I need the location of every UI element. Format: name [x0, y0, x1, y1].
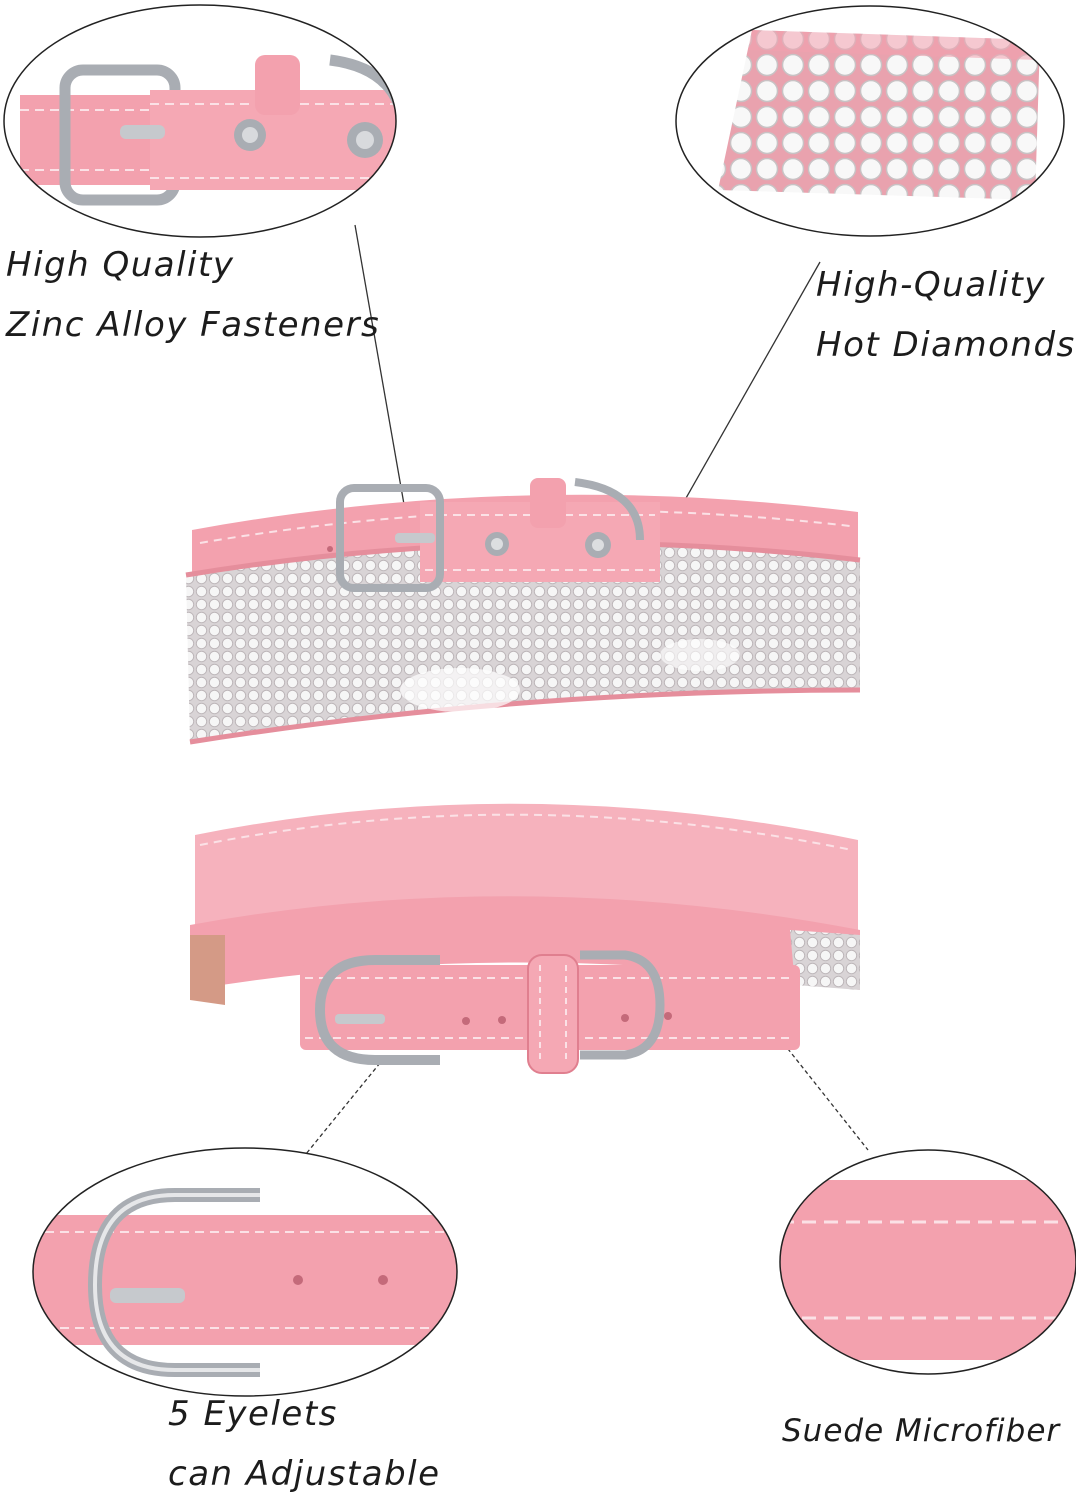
callout-eyelets-line2: can Adjustable	[168, 1454, 441, 1494]
leader-line-eyelets	[296, 1062, 381, 1166]
callout-fasteners-line2: Zinc Alloy Fasteners	[6, 305, 381, 345]
zoom-suede	[779, 1149, 1076, 1375]
zoom-eyelets	[32, 1147, 458, 1397]
zoom-fasteners	[3, 4, 397, 238]
collar-rhinestone-front	[185, 478, 861, 745]
callout-suede: Suede Microfiber	[782, 1413, 1061, 1449]
callout-fasteners-line1: High Quality	[6, 245, 235, 285]
callout-diamonds-line2: Hot Diamonds	[816, 325, 1076, 365]
leader-line-fasteners	[354, 224, 406, 511]
zoom-rhinestones	[675, 5, 1065, 237]
callout-diamonds-line1: High-Quality	[816, 265, 1046, 305]
callout-eyelets-line1: 5 Eyelets	[168, 1394, 338, 1434]
collar-suede-back	[190, 803, 860, 1074]
